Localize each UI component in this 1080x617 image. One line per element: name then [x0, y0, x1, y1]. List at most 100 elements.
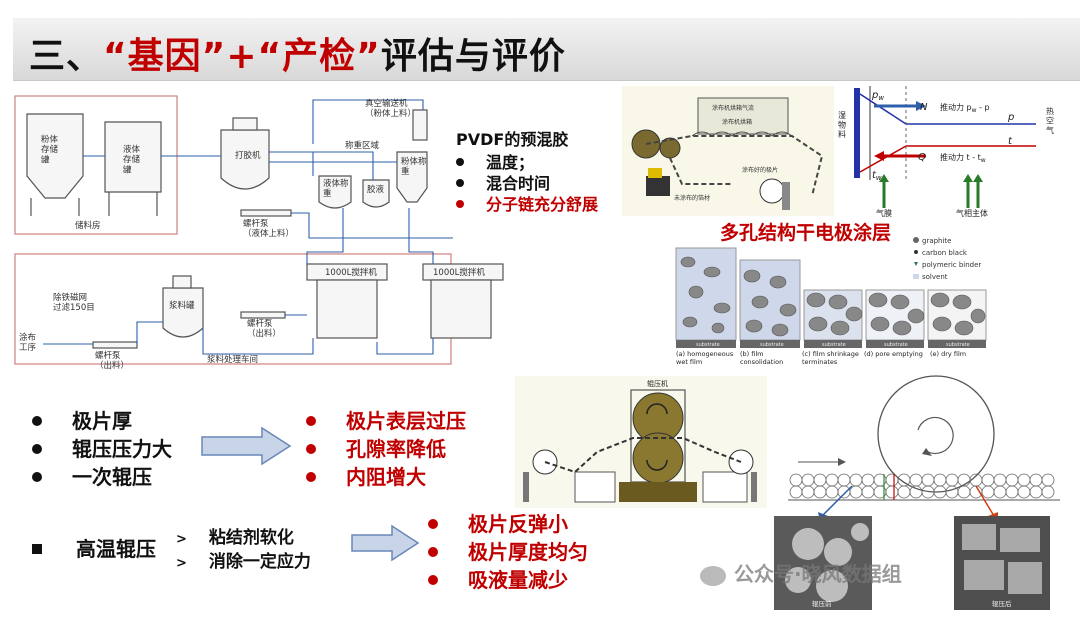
chevron-right-icon: >: [176, 556, 187, 571]
label-vacuum: 真空输送机（粉体上料）: [365, 98, 416, 119]
drying-mechanism-diagram: pw tw N Q p t 推动力 pw - p 推动力 t - tw 湿物料 …: [836, 84, 1080, 218]
substrate-a: substrate: [696, 342, 720, 348]
legend-graphite: graphite: [922, 237, 952, 245]
hot-result-3-text: 吸液量减少: [468, 568, 568, 592]
porous-structure-svg: graphite carbon black polymeric binder s…: [675, 237, 987, 366]
dryer-label-3: 涂布好的极片: [742, 166, 778, 174]
hot-sub-2-text: 消除一定应力: [208, 552, 311, 572]
pointer-before: [821, 485, 853, 517]
pvdf-item-3: 分子链充分舒展: [456, 191, 598, 215]
legend-solvent: solvent: [922, 273, 948, 281]
hot-sub-1: > 粘结剂软化: [176, 523, 294, 548]
label-slurry-tank: 浆料罐: [169, 300, 195, 311]
symbol-Q: Q: [918, 152, 926, 163]
roller-label: 辊压机: [647, 379, 668, 388]
effect-3-text: 内阻增大: [346, 465, 426, 489]
bullet-dot-red: [428, 574, 438, 585]
glue-mixer-shape: [220, 129, 270, 190]
label-stirrer1: 1000L搅拌机: [325, 267, 377, 278]
coating-dryer-svg: 涂布机烘箱气流 涂布机烘箱 涂布好的极片 未涂布的箔材: [622, 86, 834, 216]
porous-structure-image: graphite carbon black polymeric binder s…: [668, 228, 990, 368]
label-storage: 储料房: [75, 220, 101, 231]
stirrer2-body: [430, 279, 492, 339]
label-tank1: 粉体存储罐: [41, 134, 59, 165]
symbol-pw: pw: [871, 90, 884, 102]
effect-1-text: 极片表层过压: [346, 409, 466, 433]
weigh-tank2-shape: [396, 151, 428, 203]
compression-svg: 辊压前 辊压后: [774, 375, 1060, 610]
label-tank2: 液体存储罐: [123, 144, 141, 175]
bullet-dot-red: [428, 518, 438, 529]
bullet-dot: [456, 178, 464, 187]
drying-mechanism-svg: pw tw N Q p t 推动力 pw - p 推动力 t - tw 湿物料 …: [838, 86, 1054, 218]
substrate-c: substrate: [822, 342, 846, 348]
sem-after-label: 辊压后: [992, 599, 1012, 608]
cause-1: 极片厚: [32, 405, 132, 434]
pvdf-heading: PVDF的预混胶: [456, 130, 569, 149]
watermark: 公众号·晓风数据组: [700, 558, 902, 587]
effect-2: 孔隙率降低: [306, 433, 446, 462]
label-gas-main: 气相主体: [956, 208, 988, 218]
roller-press-image: 辊压机: [515, 376, 767, 508]
lower-roller: [632, 432, 684, 484]
roller-press-svg: 辊压机: [515, 376, 767, 508]
hot-result-2-text: 极片厚度均匀: [468, 540, 588, 564]
hot-rolling-heading: 高温辊压: [32, 533, 156, 562]
dryer-label-2: 涂布机烘箱: [722, 118, 752, 126]
coating-dryer-image: 涂布机烘箱气流 涂布机烘箱 涂布好的极片 未涂布的箔材: [622, 86, 834, 216]
effect-3: 内阻增大: [306, 461, 426, 490]
label-workshop: 浆料处理车间: [207, 354, 258, 365]
pvdf-item-1: 温度；: [456, 149, 534, 173]
press-roller: [877, 375, 995, 493]
substrate-e: substrate: [946, 342, 970, 348]
label-gas-film: 气膜: [876, 208, 892, 218]
title-part3: 评估与评价: [380, 36, 566, 77]
chevron-right-icon: >: [176, 532, 187, 547]
hot-sub-2: > 消除一定应力: [176, 547, 311, 572]
process-flow-svg: 粉体存储罐 液体存储罐 储料房 打胶机 真空输送机（粉体上料） 称重区域 液体称…: [14, 95, 504, 371]
cause-3-text: 一次辊压: [72, 465, 152, 489]
symbol-tw: tw: [872, 170, 882, 182]
bullet-dot: [32, 471, 42, 482]
porous-heading: 多孔结构干电极涂层: [720, 222, 892, 244]
sem-before-particles: [785, 523, 869, 602]
label-weigh-tank1: 液体称重: [323, 178, 349, 199]
slide-title: 三、“基因”+“产检”评估与评价: [29, 27, 566, 79]
storage-room-border: [14, 95, 178, 235]
title-part2: “基因”+“产检”: [103, 36, 381, 77]
label-weigh-tank2: 粉体称重: [401, 156, 427, 177]
sem-before-label: 辊压前: [812, 599, 832, 608]
label-glue: 胶液: [367, 184, 385, 195]
bullet-dot-red: [306, 471, 316, 482]
title-part1: 三、: [29, 36, 104, 77]
hot-sub-1-text: 粘结剂软化: [208, 528, 294, 548]
legend-carbon-black: carbon black: [922, 249, 968, 257]
legend-binder: polymeric binder: [922, 261, 981, 269]
label-weigh-area: 称重区域: [345, 140, 380, 151]
bullet-dot-red: [306, 415, 316, 426]
right-arrow-2-icon: [351, 524, 420, 562]
label-screw-pump1: 螺杆泵（液体上料）: [243, 218, 294, 239]
force-label-1: 推动力 pw - p: [940, 102, 990, 114]
stirrer1-body: [316, 279, 378, 339]
cause-1-text: 极片厚: [72, 409, 132, 433]
graphite-particles: [680, 256, 986, 337]
label-screw-out2: 螺杆泵（出料）: [247, 318, 281, 339]
wechat-icon: [700, 565, 726, 586]
symbol-N: N: [920, 102, 928, 113]
label-screw-out1: 螺杆泵（出料）: [95, 350, 129, 371]
substrate-d: substrate: [884, 342, 908, 348]
label-wet-material: 湿物料: [838, 111, 846, 139]
title-band: 三、“基因”+“产检”评估与评价: [13, 18, 1080, 81]
dryer-label-4: 未涂布的箔材: [674, 194, 710, 202]
right-arrow-1-icon: [201, 426, 292, 466]
glue-tank-shape: [362, 179, 390, 208]
process-flow-diagram: 粉体存储罐 液体存储罐 储料房 打胶机 真空输送机（粉体上料） 称重区域 液体称…: [13, 92, 504, 371]
cause-2-text: 辊压压力大: [72, 437, 172, 461]
sem-after-particles: [962, 524, 1042, 594]
hot-heading-text: 高温辊压: [76, 537, 156, 561]
